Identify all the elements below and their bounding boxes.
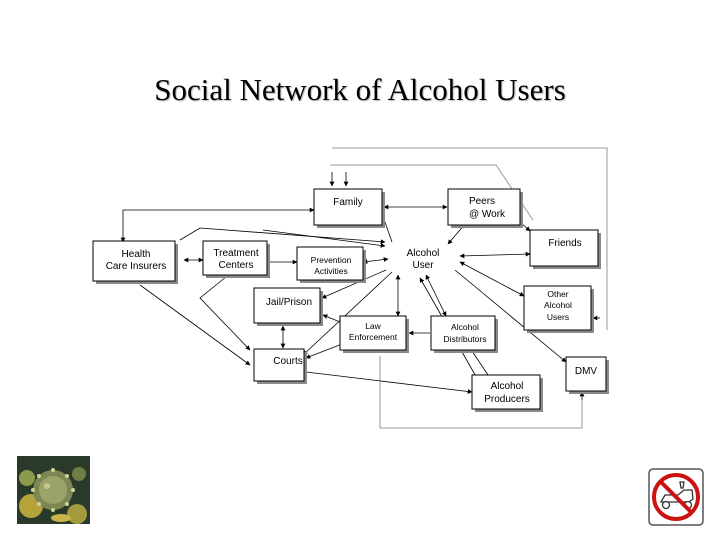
node-courts: Courts: [253, 348, 307, 384]
node-label: DMV: [575, 366, 598, 377]
node-label: Alcohol: [407, 248, 440, 259]
edge-user-jail: [321, 269, 387, 299]
node-label: Producers: [484, 394, 530, 405]
node-label: Peers: [469, 196, 495, 207]
node-label: Law: [365, 321, 381, 331]
node-label: Family: [333, 197, 362, 208]
edge-courts-producers: [305, 371, 473, 394]
node-label: Friends: [548, 238, 581, 249]
node-label: Activities: [314, 266, 348, 276]
edge-user-other: [459, 261, 525, 297]
virus-cluster-image: [17, 456, 90, 524]
node-prevention-activities: Prevention Activities: [296, 246, 366, 283]
edges-layer: [120, 172, 600, 400]
edge-health-user: [179, 227, 386, 245]
slide-title: Social Network of Alcohol Users: [154, 72, 566, 107]
node-label: Centers: [218, 260, 253, 271]
edge-treatment-courts: [199, 271, 251, 351]
node-label: Other: [547, 289, 568, 299]
loop-top: [332, 147, 608, 330]
node-label: User: [412, 260, 434, 271]
node-label: Courts: [273, 356, 302, 367]
no-drinking-and-driving-icon: [648, 468, 704, 526]
node-dmv: DMV: [565, 356, 609, 394]
node-treatment-centers: Treatment Centers: [202, 240, 270, 278]
node-label: Care Insurers: [106, 261, 167, 272]
edge-user-distributors: [425, 274, 447, 317]
node-alcohol-user: Alcohol User: [407, 248, 440, 271]
edge-treatment-user: [262, 229, 386, 248]
node-peers: Peers @ Work: [447, 188, 523, 228]
node-alcohol-producers: Alcohol Producers: [471, 374, 543, 412]
node-label: Alcohol: [544, 300, 572, 310]
edge-friends-user: [459, 251, 531, 259]
loop-bottom: [379, 356, 583, 429]
edge-law-jail: [322, 314, 341, 323]
edge-user-courts: [302, 271, 393, 356]
edge-health-courts: [139, 284, 251, 366]
node-law-enforcement: Law Enforcement: [339, 315, 409, 353]
node-alcohol-distributors: Alcohol Distributors: [430, 315, 498, 353]
node-label: Alcohol: [451, 322, 479, 332]
node-label: Enforcement: [349, 332, 398, 342]
node-health-care-insurers: Health Care Insurers: [92, 240, 178, 284]
node-jail-prison: Jail/Prison: [253, 287, 323, 326]
node-label: @ Work: [469, 209, 506, 220]
edge-prevention-user: [362, 257, 389, 264]
edge-user-dmv: [454, 269, 567, 363]
node-label: Users: [547, 312, 569, 322]
node-label: Alcohol: [491, 381, 524, 392]
node-label: Prevention: [311, 255, 352, 265]
edge-law-courts: [305, 343, 343, 359]
node-friends: Friends: [529, 229, 601, 269]
node-label: Health: [122, 249, 151, 260]
node-family: Family: [313, 188, 385, 228]
edge-family-health: [120, 207, 315, 243]
node-other-alcohol-users: Other Alcohol Users: [523, 285, 594, 333]
node-label: Distributors: [444, 334, 487, 344]
nodes-layer: Family Peers @ Work Friends Health Care …: [92, 188, 609, 412]
node-label: Jail/Prison: [266, 297, 312, 308]
node-label: Treatment: [213, 248, 258, 259]
